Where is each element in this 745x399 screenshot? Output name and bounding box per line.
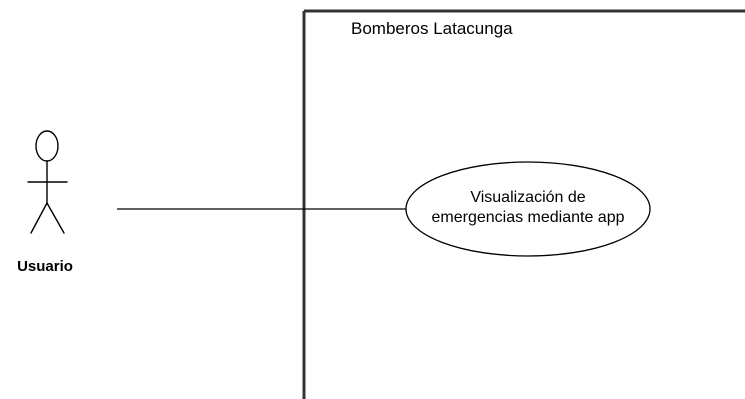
- use-case-label-line1: Visualización de: [470, 189, 585, 206]
- use-case: Visualización de emergencias mediante ap…: [405, 161, 651, 257]
- system-boundary: Bomberos Latacunga: [302, 9, 745, 399]
- use-case-ellipse: [405, 161, 651, 257]
- actor-label: Usuario: [17, 258, 73, 275]
- actor-stick-figure-icon: [27, 130, 68, 234]
- actor-head: [35, 130, 59, 162]
- use-case-label-line2: emergencias mediante app: [431, 209, 624, 226]
- actor-left-leg: [30, 202, 48, 234]
- system-title: Bomberos Latacunga: [351, 19, 513, 38]
- actor-right-leg: [46, 202, 65, 234]
- actor-usuario: Usuario: [17, 130, 73, 275]
